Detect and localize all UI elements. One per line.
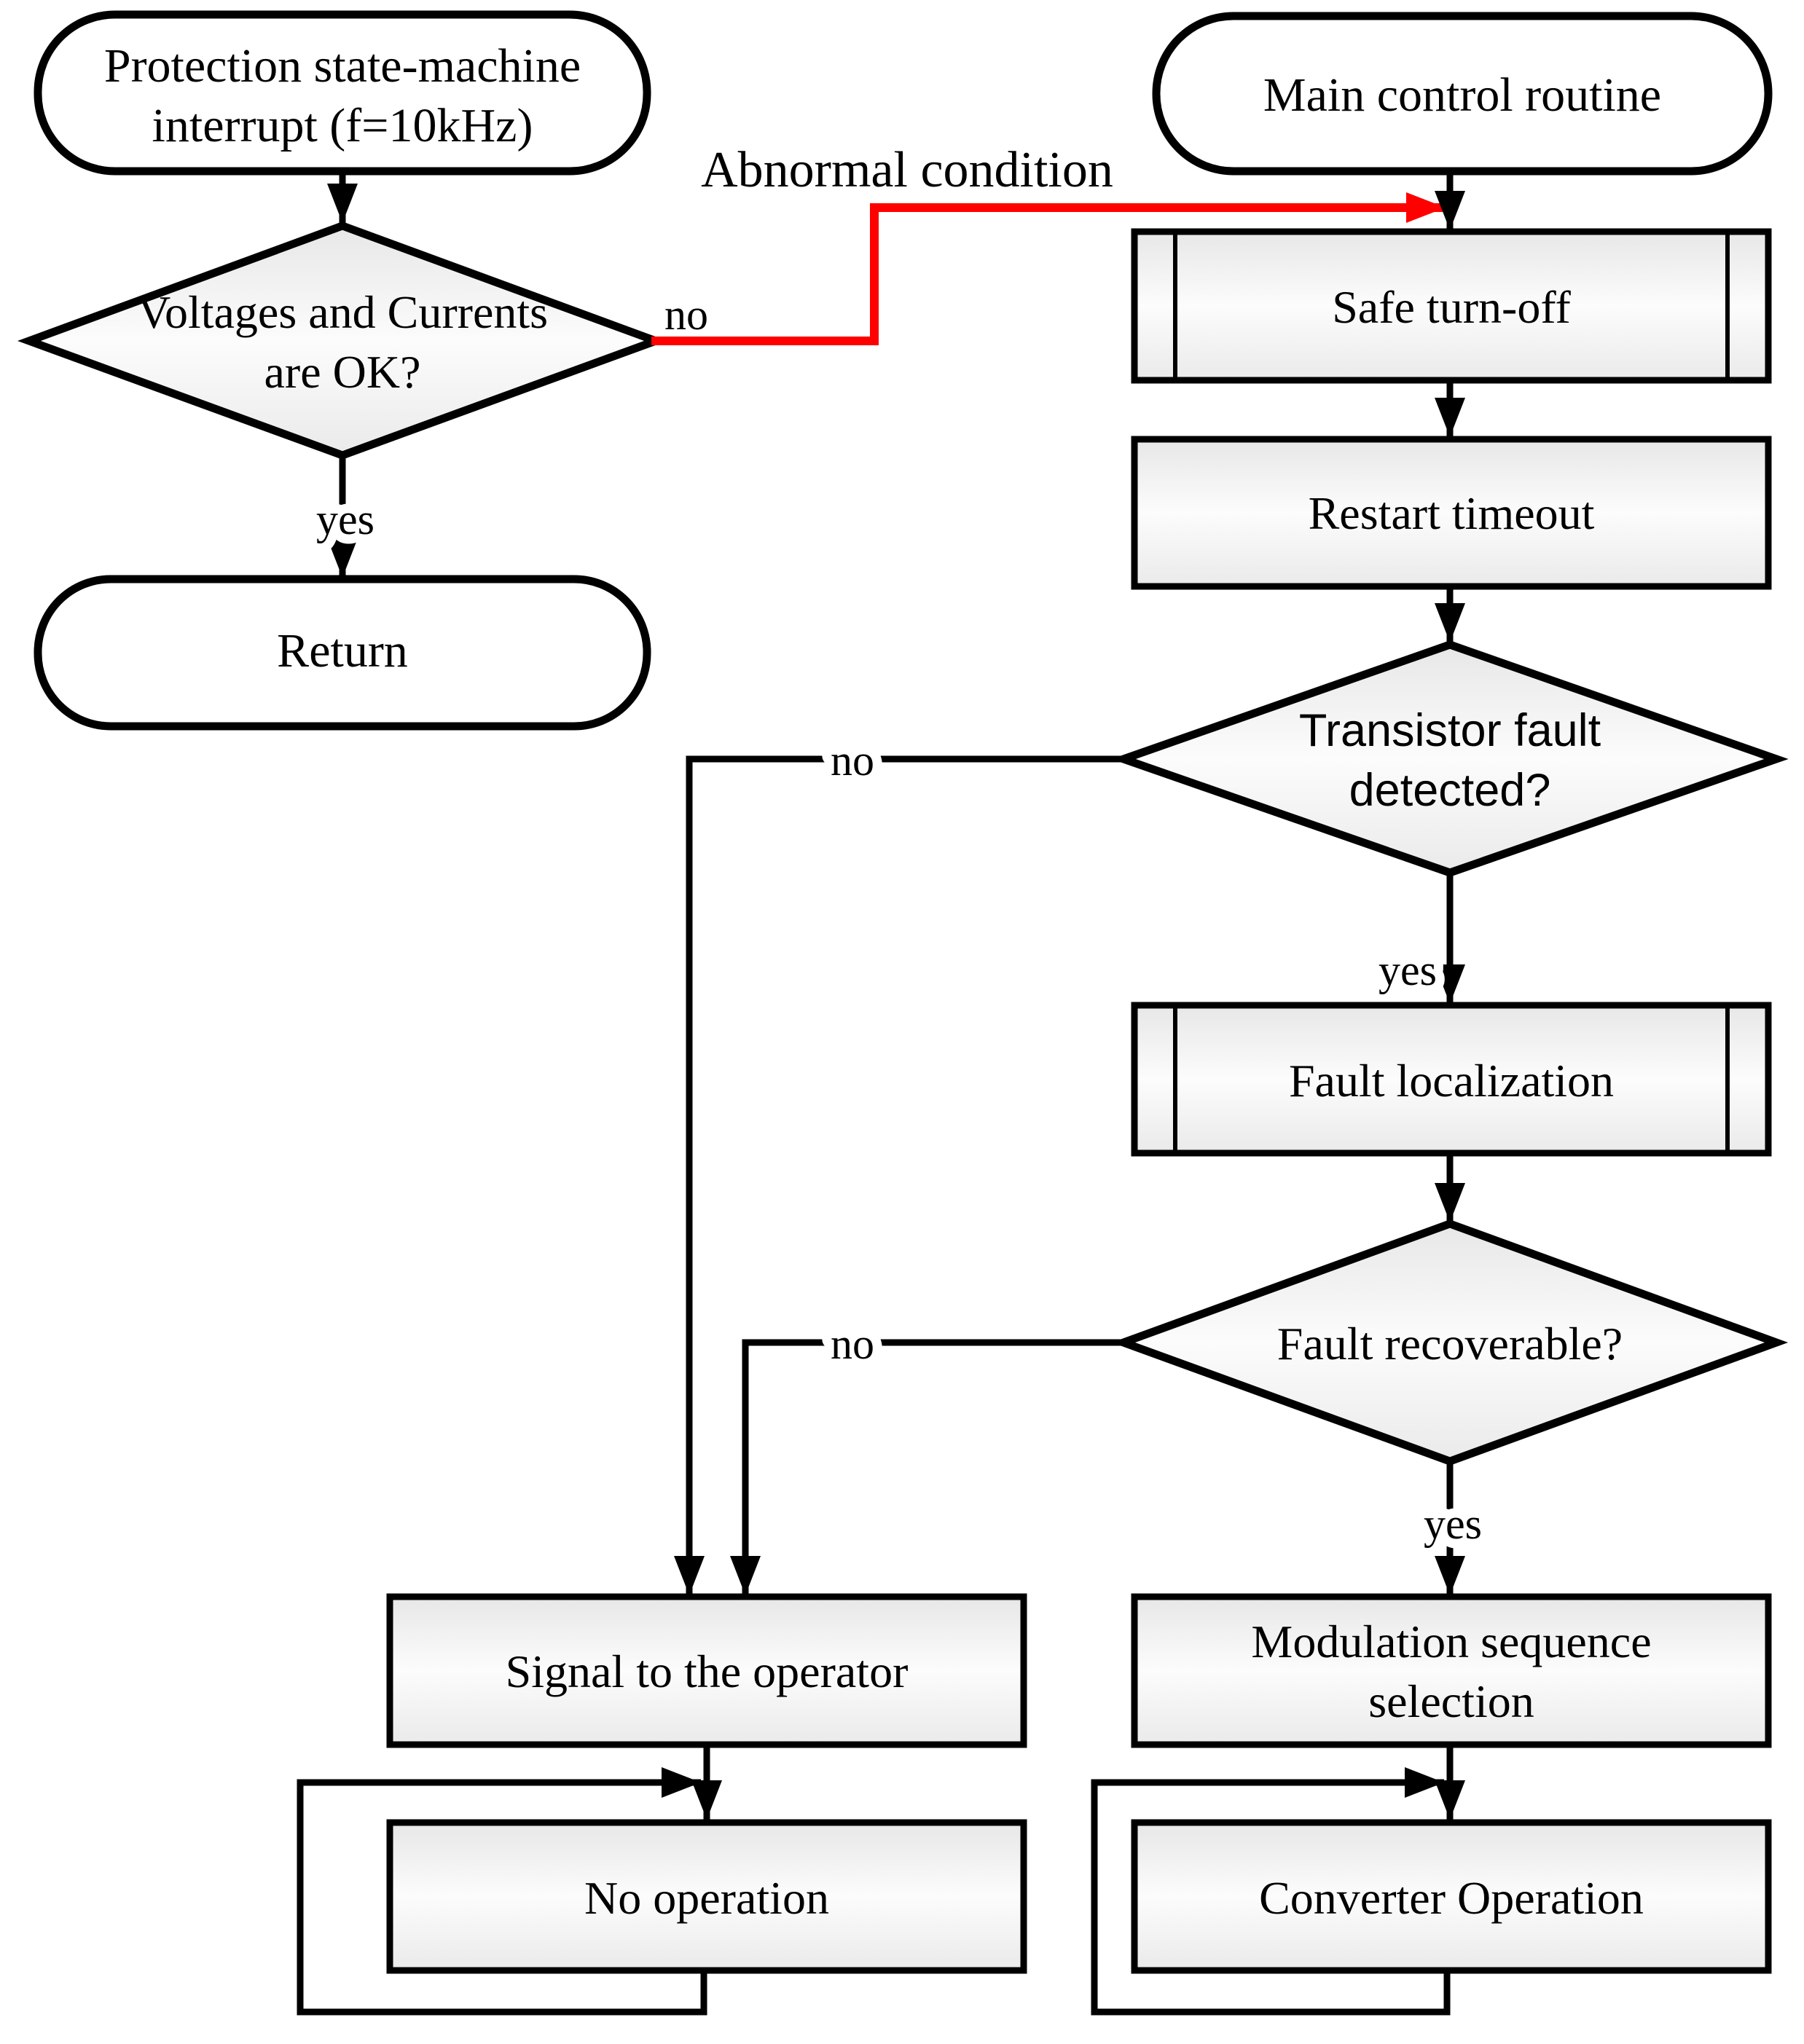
loop-converter-operation — [1091, 1767, 1451, 2016]
terminator-protection-interrupt-label-line2: interrupt (f=10kHz) — [152, 99, 533, 152]
label-yes-voltages: yes — [316, 495, 374, 543]
left-flow: Protection state-machine interrupt (f=10… — [17, 10, 708, 731]
abnormal-condition-path: Abnormal condition — [651, 142, 1446, 345]
process-restart-timeout-label: Restart timeout — [1309, 487, 1595, 539]
process-no-operation-label: No operation — [584, 1872, 829, 1924]
terminator-main-control-label: Main control routine — [1263, 68, 1661, 122]
label-no-recoverable: no — [831, 1320, 874, 1368]
process-modulation-selection — [1131, 1593, 1772, 1748]
label-no-transistor: no — [831, 736, 874, 785]
decision-voltages-ok-label-line1: Voltages and Currents — [137, 286, 548, 338]
loop-no-operation — [297, 1767, 707, 2016]
no-branches: no no — [674, 727, 1123, 1595]
process-converter-operation — [1131, 1819, 1772, 1974]
terminator-return — [34, 575, 651, 731]
process-restart-timeout — [1131, 436, 1772, 590]
terminator-protection-interrupt-label-line1: Protection state-machine — [104, 39, 581, 93]
label-yes-transistor: yes — [1379, 946, 1437, 994]
operator-flow: Signal to the operator No operation — [297, 1593, 1027, 2016]
terminator-main-control — [1152, 12, 1773, 176]
process-modulation-selection-label-line1: Modulation sequence — [1251, 1616, 1651, 1667]
right-flow: Main control routine Safe turn-off Resta… — [1091, 12, 1789, 2016]
decision-voltages-ok-label-line2: are OK? — [264, 346, 421, 398]
decision-fault-recoverable-label: Fault recoverable? — [1277, 1318, 1623, 1369]
subroutine-fault-localization-label: Fault localization — [1289, 1055, 1614, 1106]
terminator-protection-interrupt — [34, 10, 651, 176]
arrow-abnormal-condition — [651, 192, 1446, 345]
process-converter-operation-label: Converter Operation — [1259, 1872, 1644, 1924]
subroutine-safe-turnoff — [1131, 228, 1772, 384]
label-abnormal-condition: Abnormal condition — [701, 142, 1113, 198]
process-signal-operator-label: Signal to the operator — [506, 1646, 909, 1697]
rail-transistor-no — [674, 755, 1123, 1595]
process-modulation-selection-label-line2: selection — [1368, 1675, 1534, 1727]
rail-recoverable-no — [730, 1339, 1123, 1595]
terminator-return-label: Return — [277, 624, 408, 677]
label-yes-recoverable: yes — [1424, 1500, 1482, 1548]
label-no-voltages: no — [664, 291, 708, 339]
decision-transistor-fault-label-line2: detected? — [1349, 765, 1551, 816]
subroutine-safe-turnoff-label: Safe turn-off — [1332, 281, 1571, 333]
decision-transistor-fault-label-line1: Transistor fault — [1299, 705, 1601, 756]
